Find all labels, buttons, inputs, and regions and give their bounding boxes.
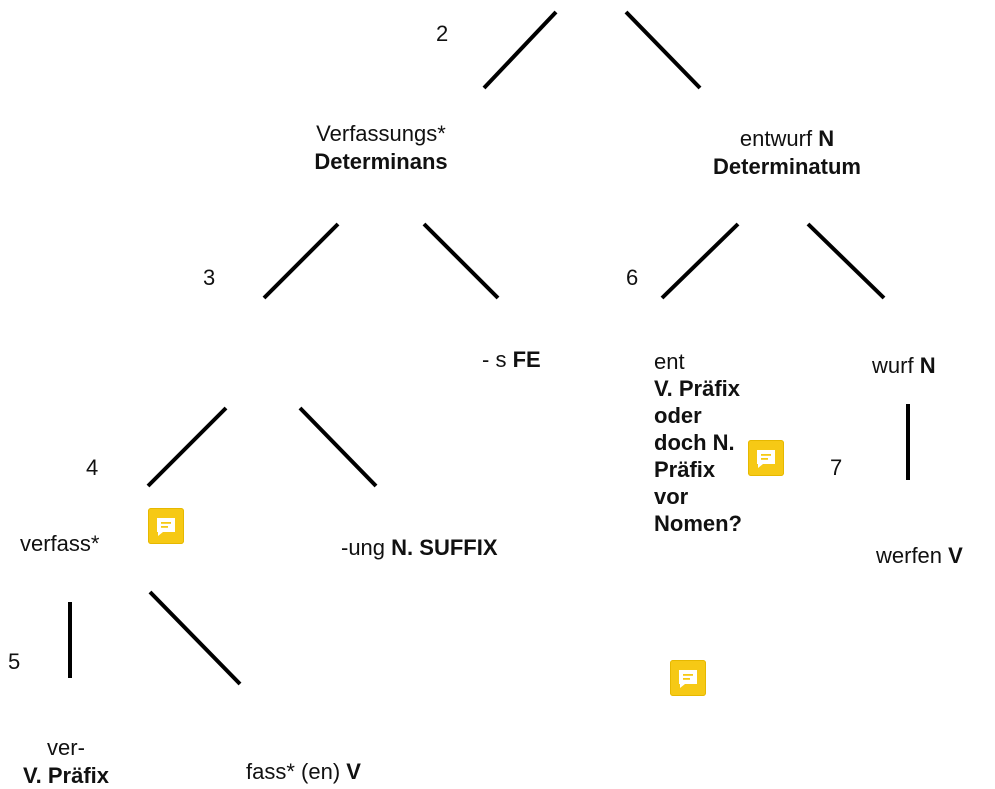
level-number-5: 5 [8,649,21,674]
node-wurf: wurf N [872,352,936,380]
node-entwurf: entwurf N Determinatum [682,125,892,180]
node-word: werfen [876,543,943,568]
node-word: ver- [47,735,85,760]
node-label-line: oder [654,403,702,428]
node-tag: N [919,353,936,378]
node-word: wurf [872,353,914,378]
node-word: - s [482,347,507,372]
node-ung: -ung N. SUFFIX [341,534,498,562]
node-label-line: doch N. [654,430,735,455]
edge [146,406,228,488]
level-number-6: 6 [626,265,639,290]
node-tag: V [346,759,361,784]
node-label: Determinatum [713,153,861,179]
node-werfen: werfen V [876,542,963,570]
node-label-line: Nomen? [654,511,742,536]
node-ver: ver- V. Präfix [4,734,128,789]
node-label: Determinans [314,148,448,174]
node-verfass: verfass* [20,530,99,558]
node-fass: fass* (en) V [246,758,361,786]
node-verfassungs: Verfassungs* Determinans [286,120,476,175]
node-label: V. Präfix [22,762,110,788]
edge [624,10,702,90]
node-word: Verfassungs* [316,121,446,146]
node-label-line: vor [654,484,689,509]
edge [298,406,378,488]
node-s-fugenelement: - s FE [482,346,541,374]
edge [660,222,740,300]
level-number-4: 4 [86,455,99,480]
node-label-line: Präfix [654,457,716,482]
edge [422,222,500,300]
edge [482,10,558,90]
edge [262,222,340,300]
node-word: -ung [341,535,386,560]
node-word: entwurf [739,126,813,151]
node-word: ent [654,349,685,374]
comment-icon[interactable] [670,660,706,696]
node-tag: FE [512,347,541,372]
level-number-2: 2 [436,21,449,46]
comment-icon[interactable] [148,508,184,544]
edge [806,222,886,300]
edge [148,590,242,686]
comment-icon[interactable] [748,440,784,476]
node-label-line: V. Präfix [654,376,741,401]
node-tag: N [818,126,835,151]
node-word: fass* (en) [246,759,341,784]
node-tag: N. SUFFIX [391,535,498,560]
node-tag: V [948,543,963,568]
node-word: verfass* [20,531,100,556]
level-number-7: 7 [830,455,843,480]
node-ent: ent V. Präfix oder doch N. Präfix vor No… [654,348,742,537]
level-number-3: 3 [203,265,216,290]
